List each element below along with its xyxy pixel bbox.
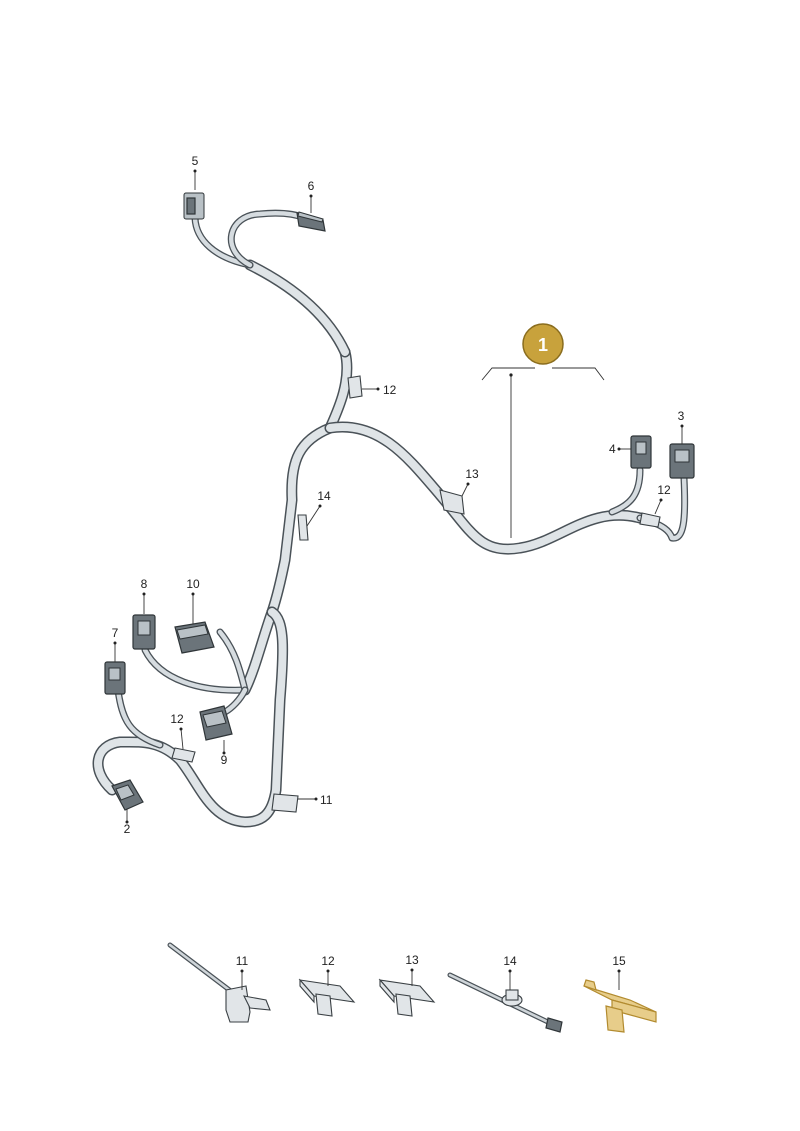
callout-7[interactable]: 7 — [112, 626, 119, 640]
part-label-13: 13 — [405, 953, 419, 967]
part-15-highlighted-clip[interactable]: 15 — [583, 954, 657, 1033]
callout-11[interactable]: 11 — [320, 793, 333, 807]
callout-labels: 5 6 12 3 4 13 12 14 8 10 7 12 9 — [112, 154, 685, 836]
callout-12-top[interactable]: 12 — [383, 383, 397, 397]
connector-2 — [111, 779, 144, 811]
connector-8 — [132, 614, 156, 650]
callout-10[interactable]: 10 — [186, 577, 200, 591]
part-12-bracket-clip[interactable]: 12 — [298, 954, 356, 1017]
connector-3 — [669, 443, 695, 479]
part-11-cable-tie[interactable]: 11 — [167, 942, 271, 1023]
part-label-15: 15 — [612, 954, 626, 968]
part-label-14: 14 — [503, 954, 517, 968]
connector-10 — [174, 621, 215, 654]
part-14-cable-tie-anchor[interactable]: 14 — [447, 954, 563, 1033]
connector-5 — [183, 192, 205, 220]
part-13-bracket-clip[interactable]: 13 — [378, 953, 436, 1017]
callout-12-right[interactable]: 12 — [657, 483, 671, 497]
callout-13[interactable]: 13 — [465, 467, 479, 481]
connector-7 — [104, 661, 126, 695]
callout-14[interactable]: 14 — [317, 489, 331, 503]
main-callout-1[interactable]: 1 — [481, 323, 605, 538]
callout-12-bottom[interactable]: 12 — [170, 712, 184, 726]
callout-2[interactable]: 2 — [124, 822, 131, 836]
callout-3[interactable]: 3 — [678, 409, 685, 423]
parts-row: 11 12 13 14 — [167, 942, 657, 1033]
connector-6 — [296, 211, 326, 232]
harness-wires — [92, 209, 689, 828]
harness-clips — [171, 375, 661, 813]
callout-9[interactable]: 9 — [221, 753, 228, 767]
callout-8[interactable]: 8 — [141, 577, 148, 591]
connector-9 — [199, 705, 233, 741]
callout-5[interactable]: 5 — [192, 154, 199, 168]
callout-6[interactable]: 6 — [308, 179, 315, 193]
part-label-12: 12 — [321, 954, 335, 968]
main-callout-label: 1 — [538, 335, 548, 355]
callout-4[interactable]: 4 — [609, 442, 616, 456]
part-label-11: 11 — [236, 954, 249, 968]
connector-4 — [630, 435, 652, 469]
